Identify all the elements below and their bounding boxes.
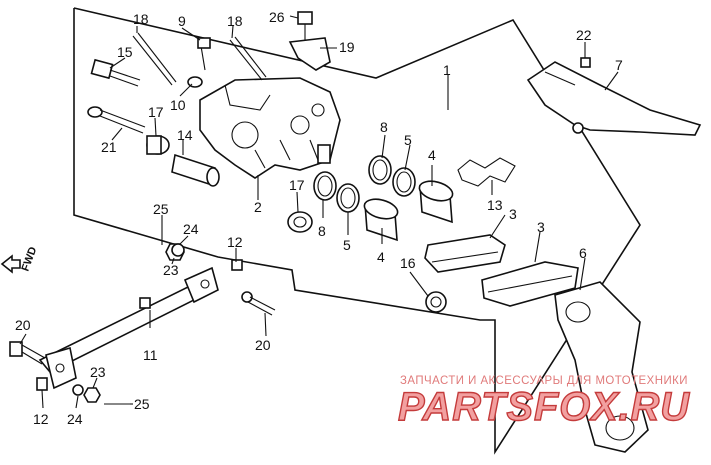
callout-16: 16: [400, 255, 416, 271]
callout-21: 21: [101, 139, 117, 155]
washer-24-lower: [72, 384, 84, 396]
collar-12-upper: [231, 259, 243, 271]
bolt-22: [580, 57, 591, 68]
boot-17-lower: [287, 211, 313, 233]
callout-10: 10: [170, 97, 186, 113]
callout-2: 2: [254, 199, 262, 215]
callout-6: 6: [579, 245, 587, 261]
callout-3-lower: 3: [537, 219, 545, 235]
leader-lines: [19, 15, 619, 409]
bolt-26: [297, 11, 313, 40]
callout-8-upper: 8: [380, 119, 388, 135]
callout-13: 13: [487, 197, 503, 213]
callout-23-upper: 23: [163, 262, 179, 278]
callout-labels: 1 2 3 3 4 4 5 5 6 7 8 8 9 10 11 12 12 13…: [15, 9, 623, 427]
callout-24-lower: 24: [67, 411, 83, 427]
callout-5-upper: 5: [404, 132, 412, 148]
callout-5-lower: 5: [343, 237, 351, 253]
callout-1: 1: [443, 62, 451, 78]
callout-17-upper: 17: [148, 104, 164, 120]
bolt-20-right: [241, 291, 276, 316]
callout-18-left: 18: [133, 11, 149, 27]
callout-12-upper: 12: [227, 234, 243, 250]
callout-19: 19: [339, 39, 355, 55]
watermark-logo: PARTSFOX.RU: [398, 385, 690, 429]
washer-24-upper: [171, 243, 185, 257]
watermark: ЗАПЧАСТИ И АКСЕССУАРЫ ДЛЯ МОТОТЕХНИКИ PA…: [397, 373, 690, 430]
bolt-15: [90, 58, 141, 87]
piston-lower: [363, 198, 399, 242]
slide-pin-18-right: [229, 36, 267, 81]
forward-direction-arrow: FWD: [0, 245, 40, 274]
callout-11: 11: [143, 347, 158, 363]
caliper-guard: [526, 61, 702, 136]
callout-18-right: 18: [227, 13, 243, 29]
caliper-bracket: [554, 281, 649, 453]
callout-15: 15: [117, 44, 133, 60]
pad-retainer-19: [288, 37, 331, 71]
bolt-21: [87, 106, 146, 134]
callout-17-lower: 17: [289, 177, 305, 193]
brake-pad-lower: [481, 261, 579, 307]
slide-pin-18-left: [132, 32, 177, 86]
callout-23-lower: 23: [90, 364, 106, 380]
callout-14: 14: [177, 127, 193, 143]
forward-label: FWD: [20, 245, 40, 273]
pad-spring: [457, 157, 516, 187]
callout-7: 7: [615, 57, 623, 73]
callout-20-left: 20: [15, 317, 31, 333]
piston-upper: [418, 180, 454, 224]
callout-4-upper: 4: [428, 147, 436, 163]
callout-24-upper: 24: [183, 221, 199, 237]
callout-9: 9: [178, 13, 186, 29]
watermark-tagline: ЗАПЧАСТИ И АКСЕССУАРЫ ДЛЯ МОТОТЕХНИКИ: [400, 373, 688, 387]
bleeder-valve: [187, 37, 211, 88]
callout-4-lower: 4: [377, 249, 385, 265]
callout-25-upper: 25: [153, 201, 169, 217]
callout-12-lower: 12: [33, 411, 49, 427]
bolt-20-left: [9, 341, 46, 365]
caliper-body: [199, 77, 341, 179]
shim-16: [425, 291, 447, 313]
nut-23-lower: [83, 387, 101, 403]
collar-12-lower: [36, 377, 48, 391]
callout-25-lower: 25: [134, 396, 150, 412]
callout-26: 26: [269, 9, 285, 25]
callout-8-lower: 8: [318, 223, 326, 239]
callout-3-upper: 3: [509, 206, 517, 222]
sleeve-14: [171, 153, 220, 187]
callout-20-right: 20: [255, 337, 271, 353]
callout-22: 22: [576, 27, 592, 43]
boot-17-upper: [146, 135, 170, 155]
torque-link: [38, 266, 219, 390]
assembly-frame: [73, 7, 641, 455]
brake-pad-upper: [424, 234, 506, 273]
